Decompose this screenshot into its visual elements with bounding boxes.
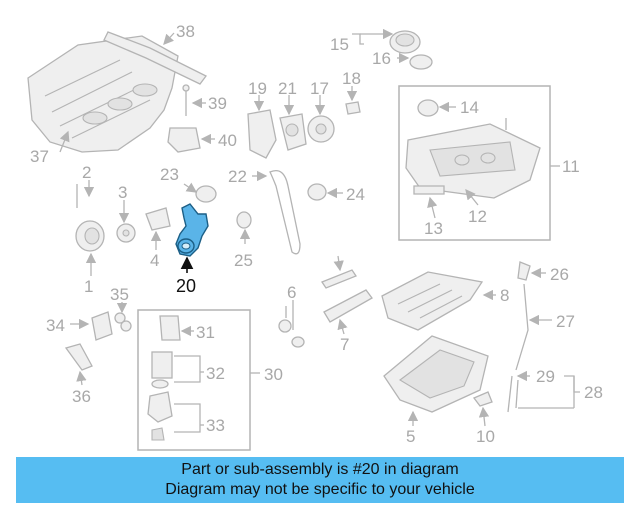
gasket-part-38	[103, 31, 207, 85]
callout-38: 38	[176, 22, 195, 41]
callout-20-highlighted: 20	[176, 276, 196, 296]
callout-4: 4	[150, 251, 159, 270]
bracket-part-36	[64, 343, 93, 371]
oil-pan-lower-part-5	[383, 335, 489, 413]
washer-part-3	[116, 223, 136, 243]
callout-30: 30	[264, 365, 283, 384]
callout-12: 12	[468, 207, 487, 226]
belt-part-22	[269, 169, 301, 255]
tube-part-27	[515, 283, 529, 371]
tensioner-part-24	[307, 183, 327, 201]
callout-3: 3	[118, 183, 127, 202]
callout-36: 36	[72, 387, 91, 406]
banner-line-2: Diagram may not be specific to your vehi…	[165, 481, 475, 498]
assembly-box-30	[137, 309, 251, 451]
sensor-part-40	[167, 127, 201, 153]
callout-35: 35	[110, 285, 129, 304]
callout-1: 1	[84, 277, 93, 296]
callout-24: 24	[346, 185, 365, 204]
callout-33: 33	[206, 416, 225, 435]
callout-18: 18	[342, 69, 361, 88]
bracket-part-34	[91, 311, 113, 341]
banner-line-1: Part or sub-assembly is #20 in diagram	[181, 461, 459, 478]
callout-32: 32	[206, 364, 225, 383]
assembly-box-11	[398, 85, 551, 241]
clip-part-18	[345, 101, 361, 115]
gear-part-17	[307, 115, 335, 143]
callout-2: 2	[82, 163, 91, 182]
callout-29: 29	[536, 367, 555, 386]
callout-27: 27	[556, 312, 575, 331]
rod-part-29	[507, 375, 513, 413]
seal-part-16	[409, 54, 433, 70]
highlighted-part-20	[175, 203, 209, 257]
callout-25: 25	[234, 251, 253, 270]
callout-22: 22	[228, 167, 247, 186]
callout-34: 34	[46, 316, 65, 335]
callout-5: 5	[406, 427, 415, 446]
clip-part-35	[114, 312, 132, 332]
cover-part-19	[247, 109, 277, 159]
callout-21: 21	[278, 79, 297, 98]
callout-6: 6	[287, 283, 296, 302]
bolt-part-39	[182, 84, 190, 116]
callout-28: 28	[584, 383, 603, 402]
callout-23: 23	[160, 165, 179, 184]
callout-14: 14	[460, 98, 479, 117]
callout-16: 16	[372, 49, 391, 68]
plug-part-10	[472, 391, 493, 407]
valve-part-33	[147, 391, 173, 441]
callout-7: 7	[340, 335, 349, 354]
parts-diagram: 1 2 3 4 5 6 7 8 10 11 12 13 14 15 16 17 …	[27, 22, 603, 451]
idler-part-25	[236, 211, 252, 229]
callout-13: 13	[424, 219, 443, 238]
gear-part-4	[145, 207, 171, 231]
callout-17: 17	[310, 79, 329, 98]
cap-part-15	[389, 30, 421, 54]
oil-pan-upper-part-8	[381, 271, 484, 331]
valve-cover-part-12	[405, 123, 541, 199]
callout-labels: 1 2 3 4 5 6 7 8 10 11 12 13 14 15 16 17 …	[30, 22, 603, 446]
gasket-part-7	[323, 289, 373, 323]
bracket-part-9	[321, 269, 357, 289]
filter-part-32	[151, 351, 173, 389]
housing-part-31	[159, 315, 181, 341]
callout-26: 26	[550, 265, 569, 284]
callout-19: 19	[248, 79, 267, 98]
callout-40: 40	[218, 131, 237, 150]
callout-15: 15	[330, 35, 349, 54]
pulley-part-1	[75, 220, 105, 252]
dipstick-part-26	[517, 261, 531, 281]
seal-part-6	[278, 319, 305, 348]
bolt-part-13	[413, 185, 445, 195]
seal-part-14	[417, 99, 439, 117]
callout-8: 8	[500, 286, 509, 305]
info-banner: Part or sub-assembly is #20 in diagram D…	[16, 457, 624, 503]
intake-manifold-part-37	[27, 35, 179, 153]
seal-part-23	[195, 185, 217, 203]
plate-part-21	[279, 113, 307, 151]
callout-37: 37	[30, 147, 49, 166]
callout-31: 31	[196, 323, 215, 342]
callout-10: 10	[476, 427, 495, 446]
callout-11: 11	[562, 157, 580, 176]
callout-39: 39	[208, 94, 227, 113]
